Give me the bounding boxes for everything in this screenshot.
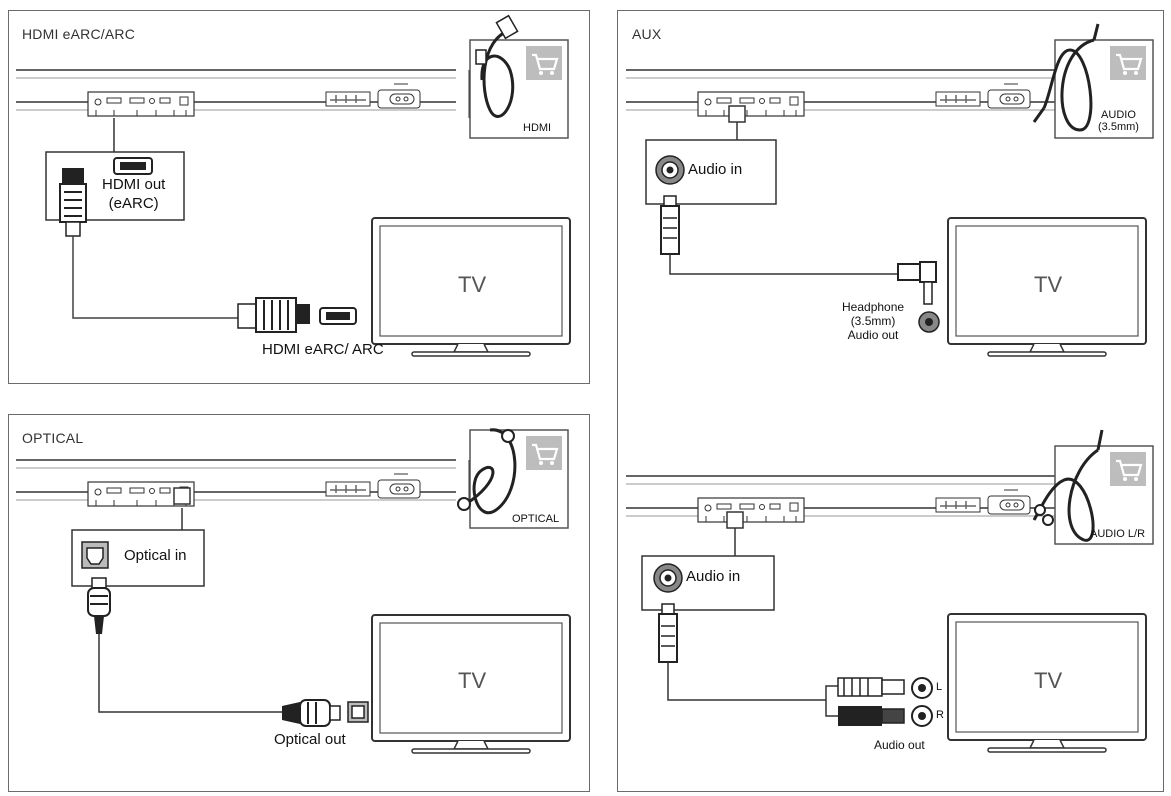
optical-soundbar-port-label: Optical in bbox=[124, 547, 187, 564]
aux-kit-cart-icon bbox=[1110, 46, 1146, 80]
hdmi-tv-label: TV bbox=[458, 272, 487, 297]
optical-kit-cart-icon bbox=[526, 436, 562, 470]
aux-lr-soundbar-port-label: Audio in bbox=[686, 568, 741, 585]
aux-kit-label: AUDIO (3.5mm) bbox=[1098, 109, 1139, 133]
hdmi-tv-port-label: HDMI eARC/ ARC bbox=[262, 341, 384, 358]
optical-kit-label: OPTICAL bbox=[512, 513, 560, 525]
aux-tv-label: TV bbox=[1034, 272, 1063, 297]
hdmi-kit-cart-icon bbox=[526, 46, 562, 80]
optical-panel-title: OPTICAL bbox=[22, 430, 84, 446]
aux-lr-tv-port-label: Audio out bbox=[874, 738, 925, 752]
optical-tv-port-label: Optical out bbox=[274, 731, 346, 748]
hdmi-panel-title: HDMI eARC/ARC bbox=[22, 26, 136, 42]
aux-lr-tv-label: TV bbox=[1034, 668, 1063, 693]
aux-lr-kit-label: AUDIO L/R bbox=[1090, 528, 1146, 540]
hdmi-soundbar-port-label: HDMI out (eARC) bbox=[102, 176, 166, 212]
aux-soundbar-port-label: Audio in bbox=[688, 161, 743, 178]
aux-lr-channel-right-label: R bbox=[936, 709, 944, 721]
aux-lr-channel-left-label: L bbox=[936, 681, 943, 693]
aux-panel-title: AUX bbox=[632, 26, 662, 42]
aux-tv-port-label: Headphone (3.5mm) Audio out bbox=[842, 300, 905, 342]
hdmi-kit-label: HDMI bbox=[523, 122, 552, 134]
optical-tv-label: TV bbox=[458, 668, 487, 693]
aux-lr-kit-cart-icon bbox=[1110, 452, 1146, 486]
